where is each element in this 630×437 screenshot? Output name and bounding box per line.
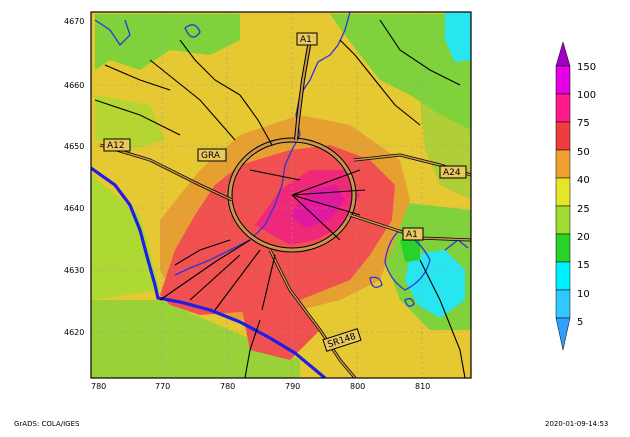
rivers <box>94 12 469 307</box>
colorbar-label: 100 <box>577 90 596 101</box>
cyan-zone-southeast <box>405 250 465 318</box>
road-label-a1-north: A1 <box>296 32 318 46</box>
colorbar-swatch <box>555 121 571 151</box>
colorbar-swatch <box>555 65 571 95</box>
cyan-zone-corner <box>445 12 471 62</box>
x-tick: 790 <box>285 382 300 391</box>
colorbar: 150 100 75 50 40 25 20 15 10 5 <box>555 41 596 351</box>
road-label-a1-southeast: A1 <box>402 227 424 241</box>
y-tick: 4670 <box>64 17 84 26</box>
road-label-gra: GRA <box>197 148 227 162</box>
colorbar-label: 15 <box>577 260 590 271</box>
svg-text:A12: A12 <box>107 141 125 151</box>
y-tick: 4650 <box>64 142 84 151</box>
colorbar-top-arrow <box>555 41 571 67</box>
svg-text:A1: A1 <box>406 230 418 240</box>
colorbar-label: 5 <box>577 317 583 328</box>
colorbar-bottom-arrow <box>555 317 571 351</box>
x-tick: 800 <box>350 382 365 391</box>
map-frame <box>90 11 472 379</box>
y-axis: 4670 4660 4650 4640 4630 4620 <box>64 17 84 337</box>
green-zone-sea <box>91 175 160 300</box>
road-labels: A1 A12 GRA A24 A1 SR148 <box>103 32 467 352</box>
green-zone-southwest <box>91 300 300 378</box>
footer-credit: GrADS: COLA/IGES <box>14 420 80 428</box>
y-tick: 4640 <box>64 204 84 213</box>
coastline <box>91 166 327 378</box>
x-axis: 780 770 780 790 800 810 <box>91 382 430 391</box>
colorbar-label: 20 <box>577 232 590 243</box>
colorbar-swatch <box>555 233 571 263</box>
road-label-a24: A24 <box>439 165 467 179</box>
colorbar-swatch <box>555 289 571 319</box>
svg-text:A24: A24 <box>443 168 461 178</box>
y-tick: 4630 <box>64 266 84 275</box>
y-tick: 4620 <box>64 328 84 337</box>
colorbar-label: 40 <box>577 175 590 186</box>
road-label-sr148: SR148 <box>322 328 362 352</box>
x-tick: 780 <box>220 382 235 391</box>
colorbar-label: 75 <box>577 118 590 129</box>
svg-text:A1: A1 <box>300 35 312 45</box>
colorbar-label: 10 <box>577 289 590 300</box>
green-zone-northeast <box>330 14 471 130</box>
green-zone-west <box>95 95 165 150</box>
green-core-southeast <box>400 235 420 262</box>
colorbar-label: 25 <box>577 204 590 215</box>
red-zone-south <box>240 300 320 360</box>
magenta-zone <box>290 185 345 228</box>
x-tick: 770 <box>155 382 170 391</box>
map-plot: A1 A12 GRA A24 A1 SR148 <box>91 12 471 378</box>
footer-timestamp: 2020-01-09-14:53 <box>545 420 609 428</box>
colorbar-swatch <box>555 93 571 123</box>
x-tick: 780 <box>91 382 106 391</box>
y-tick: 4660 <box>64 81 84 90</box>
colorbar-swatch <box>555 177 571 207</box>
svg-text:GRA: GRA <box>201 151 221 161</box>
colorbar-swatch <box>555 261 571 291</box>
colorbar-label: 50 <box>577 147 590 158</box>
x-tick: 810 <box>415 382 430 391</box>
road-label-a12: A12 <box>103 138 131 152</box>
green-zone-north <box>95 14 240 70</box>
colorbar-label: 150 <box>577 62 596 73</box>
colorbar-swatch <box>555 205 571 235</box>
colorbar-swatch <box>555 149 571 179</box>
